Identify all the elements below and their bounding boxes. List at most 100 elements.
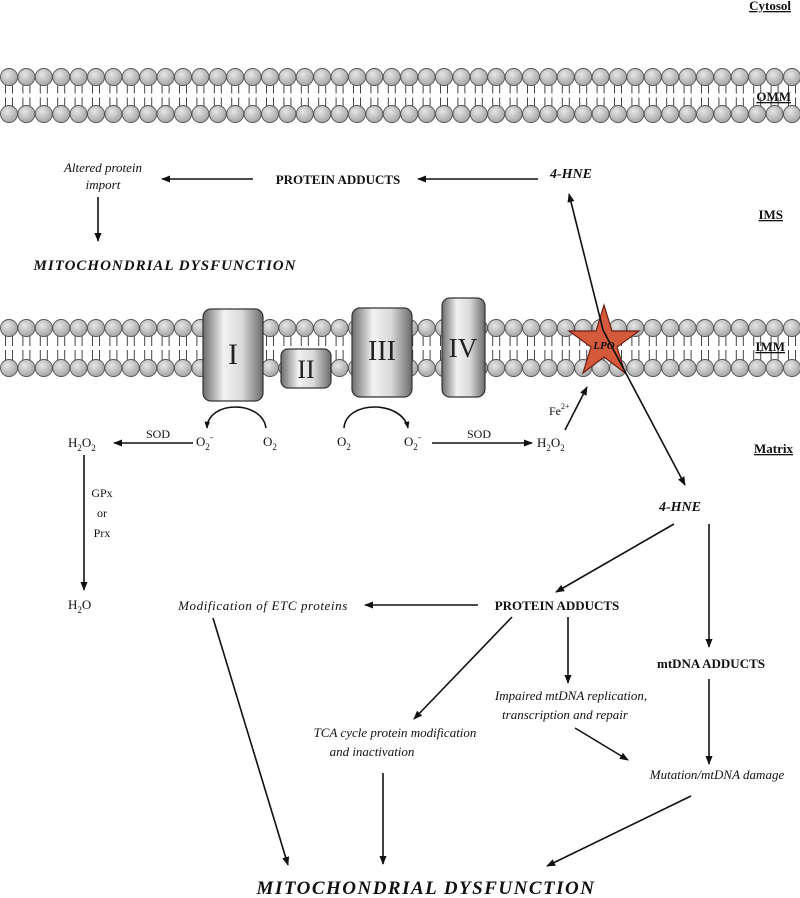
complex-iii-label: III	[368, 336, 396, 367]
lipid-head	[0, 319, 18, 337]
lipid-head	[330, 319, 349, 337]
lipid-head	[730, 105, 749, 123]
lipid-head	[226, 105, 245, 123]
lipid-head	[696, 359, 714, 377]
lipid-head	[261, 359, 279, 377]
lipid-head	[539, 105, 558, 123]
lipid-head	[504, 359, 523, 377]
lipid-head	[765, 105, 784, 123]
lipid-head	[713, 319, 732, 337]
lipid-head	[0, 105, 18, 123]
lipid-head	[661, 359, 680, 377]
lipid-head	[417, 105, 436, 123]
lipid-head	[539, 68, 558, 86]
lipid-head	[104, 359, 123, 377]
lipid-head	[574, 68, 593, 86]
lipid-head	[295, 105, 314, 123]
lipid-head	[469, 105, 488, 123]
lipid-head	[783, 359, 800, 377]
lipid-head	[261, 319, 279, 337]
lipid-head	[765, 359, 784, 377]
lipid-head	[121, 68, 140, 86]
lipid-head	[522, 105, 540, 123]
prx-label: Prx	[94, 526, 111, 540]
lipid-head	[591, 68, 610, 86]
arrow-lpo-to-ims-hne	[567, 193, 604, 331]
lipid-head	[556, 319, 575, 337]
complex-iii: III	[351, 307, 413, 398]
lipid-head	[69, 319, 88, 337]
lipid-head	[643, 319, 662, 337]
lipid-head	[609, 68, 627, 86]
lipid-head	[278, 68, 297, 86]
arc-complex-iii	[343, 406, 410, 429]
lipid-head	[522, 68, 540, 86]
complex-iv-label: IV	[449, 333, 478, 363]
lipid-head	[52, 319, 71, 337]
lipid-head	[278, 105, 297, 123]
lipid-head	[609, 105, 627, 123]
ims-hne: 4-HNE	[549, 167, 592, 182]
label-matrix: Matrix	[754, 441, 793, 456]
lipid-head	[87, 319, 105, 337]
lipid-head	[417, 359, 436, 377]
ims-dysfunction: MITOCHONDRIAL DYSFUNCTION	[33, 258, 297, 274]
lipid-head	[17, 105, 36, 123]
lipid-head	[104, 319, 123, 337]
lipid-head	[713, 68, 732, 86]
or-label: or	[97, 506, 107, 520]
label-ims: IMS	[758, 207, 783, 222]
tca-line2: and inactivation	[330, 744, 415, 759]
lipid-head	[330, 359, 349, 377]
lipid-head	[348, 68, 366, 86]
mtdna-adducts: mtDNA ADDUCTS	[657, 656, 765, 671]
lipid-head	[382, 68, 401, 86]
lipid-head	[487, 68, 506, 86]
lipid-head	[174, 68, 192, 86]
lipid-head	[156, 319, 175, 337]
superoxide-right: O2-	[404, 432, 421, 452]
oxygen-right: O2	[337, 434, 351, 452]
h2o2-right: H2O2	[537, 435, 565, 453]
h2o2-left: H2O2	[68, 435, 96, 453]
lipid-head	[330, 68, 349, 86]
arc-complex-i	[204, 406, 267, 429]
lipid-head	[539, 319, 558, 337]
altered-import-line1: Altered protein	[63, 160, 142, 175]
tca-line1: TCA cycle protein modification	[314, 725, 477, 740]
lipid-head	[34, 68, 53, 86]
iron-label: Fe2+	[549, 402, 570, 418]
label-cytosol: Cytosol	[749, 0, 791, 13]
lipid-head	[174, 359, 192, 377]
lipid-head	[678, 68, 697, 86]
lipid-head	[504, 319, 523, 337]
lipid-head	[104, 68, 123, 86]
lipid-head	[313, 319, 332, 337]
lipid-head	[783, 105, 800, 123]
label-imm: IMM	[755, 339, 785, 354]
lipid-head	[643, 68, 662, 86]
lipid-head	[121, 359, 140, 377]
lipid-head	[348, 105, 366, 123]
complex-i: I	[202, 308, 264, 402]
lipid-head	[365, 68, 384, 86]
lipid-head	[69, 105, 88, 123]
lipid-head	[452, 68, 471, 86]
lipid-head	[730, 68, 749, 86]
oxygen-left: O2	[263, 434, 277, 452]
lipid-head	[156, 359, 175, 377]
lipid-head	[556, 68, 575, 86]
lipid-head	[678, 359, 697, 377]
lipid-head	[278, 319, 297, 337]
complex-ii-label: II	[297, 355, 314, 384]
lipid-head	[295, 319, 314, 337]
lipid-head	[156, 105, 175, 123]
lipid-head	[156, 68, 175, 86]
lipid-head	[0, 68, 18, 86]
lipid-head	[748, 105, 767, 123]
lipid-head	[748, 68, 767, 86]
lipid-head	[191, 105, 210, 123]
lipid-head	[330, 105, 349, 123]
lipid-head	[417, 319, 436, 337]
lipid-head	[556, 105, 575, 123]
